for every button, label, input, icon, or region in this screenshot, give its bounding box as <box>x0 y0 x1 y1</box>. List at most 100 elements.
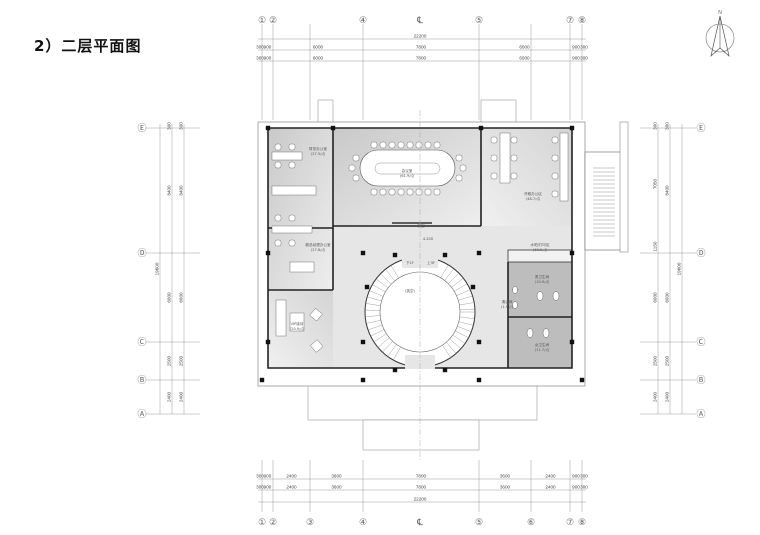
sofa <box>275 299 287 337</box>
stair-tread <box>444 268 455 281</box>
stair-tread <box>456 289 471 296</box>
stair-tread <box>387 344 397 357</box>
dimension-text: 8400 <box>167 185 172 196</box>
axis-label-bottom: ⑦ <box>566 517 574 527</box>
dimension-text: 6000 <box>519 56 530 61</box>
column <box>442 367 448 373</box>
top-projection-right <box>480 99 517 126</box>
column <box>476 377 482 383</box>
dimension-text: 7800 <box>416 56 427 61</box>
dimension-text: 900 <box>572 45 580 50</box>
dimension-text: 2400 <box>286 485 297 490</box>
axis-label-top: ⑧ <box>578 15 586 25</box>
room-labels: 财务办公室 (27.5㎡) 会议室 (61.9㎡) 开敞办公区 (48.7㎡) … <box>290 146 550 352</box>
chair <box>490 136 498 144</box>
dimension-text: 8400 <box>179 185 184 196</box>
dimension-total: 22200 <box>414 34 427 39</box>
chair <box>510 136 518 144</box>
furniture <box>271 132 569 353</box>
dimension-text: 900 <box>264 485 272 490</box>
dimension-text: 7800 <box>416 45 427 50</box>
dimension-text: 7800 <box>416 485 427 490</box>
axis-label-top: ⑤ <box>475 15 483 25</box>
room-area: (48.7㎡) <box>526 196 541 201</box>
column <box>476 250 482 256</box>
stair-tread <box>373 333 387 343</box>
chair <box>415 188 423 196</box>
dimension-text: 6000 <box>313 45 324 50</box>
dimension-text: 3600 <box>500 474 511 479</box>
chair <box>397 141 405 149</box>
stair-tread <box>390 265 399 279</box>
room-label: VIP接待 <box>291 321 304 326</box>
stair-tread <box>451 277 464 288</box>
chair <box>352 154 360 162</box>
dimension-text: 7050 <box>653 178 658 189</box>
chair <box>551 172 559 180</box>
column <box>265 339 271 345</box>
stair-tread <box>365 303 381 306</box>
chair <box>510 172 518 180</box>
column <box>476 339 482 345</box>
stair-tread <box>448 272 460 284</box>
dimension-text: 300 <box>256 474 264 479</box>
chair <box>288 214 296 222</box>
axis-label-top: ① <box>258 15 266 25</box>
stair-label: 上3F <box>427 260 435 265</box>
workstation <box>559 132 569 202</box>
column <box>265 125 271 131</box>
axis-label-bottom: ⑤ <box>475 517 483 527</box>
sink <box>512 286 518 294</box>
chair <box>379 141 387 149</box>
axis-label-bottom: ④ <box>359 517 367 527</box>
stair-tread <box>369 290 384 297</box>
chair <box>397 188 405 196</box>
column <box>259 377 265 383</box>
chair <box>288 143 296 151</box>
room-label: 清洁间 <box>502 299 513 304</box>
chair <box>490 172 498 180</box>
chair <box>433 141 441 149</box>
top-projection-left <box>317 99 334 126</box>
stair-label: 下1F <box>406 261 414 265</box>
stair-tread <box>372 284 386 293</box>
dimension-text: 7800 <box>416 474 427 479</box>
dimension-text: 2500 <box>179 355 184 366</box>
axis-label-left: Ⓐ <box>137 409 146 419</box>
chair <box>288 161 296 169</box>
axis-label-right: Ⓑ <box>696 375 705 385</box>
filing-cabinet <box>271 185 317 196</box>
column <box>569 339 575 345</box>
stair-tread <box>365 309 381 311</box>
stair-tread <box>440 264 449 278</box>
axis-label-right: Ⓒ <box>696 337 705 347</box>
chair <box>424 141 432 149</box>
dimension-text: 300 <box>653 122 658 130</box>
chair <box>274 161 282 169</box>
axis-label-top: ④ <box>359 15 367 25</box>
column <box>470 284 476 290</box>
axis-label-right: Ⓐ <box>696 409 705 419</box>
room-area: (27.8㎡) <box>311 247 326 252</box>
room-label: 财务办公室 <box>309 146 327 151</box>
room-label: 女卫生间 <box>535 342 550 347</box>
chair <box>388 141 396 149</box>
axis-label-bottom: ① <box>258 517 266 527</box>
dimension-text: 2400 <box>665 391 670 402</box>
dimension-total: 19600 <box>677 262 682 275</box>
stair-tread <box>446 342 457 354</box>
chair <box>424 188 432 196</box>
dimension-text: 900 <box>264 56 272 61</box>
armchair <box>309 308 323 322</box>
dimension-text: 3600 <box>331 485 342 490</box>
chair <box>274 239 282 247</box>
room-toilets <box>508 262 572 368</box>
coffee-table <box>289 312 305 332</box>
chair <box>551 154 559 162</box>
dimension-text: 300 <box>256 56 264 61</box>
dimension-text: 900 <box>264 474 272 479</box>
room-label: 水吧/打印区 <box>530 242 550 247</box>
column <box>569 250 575 256</box>
